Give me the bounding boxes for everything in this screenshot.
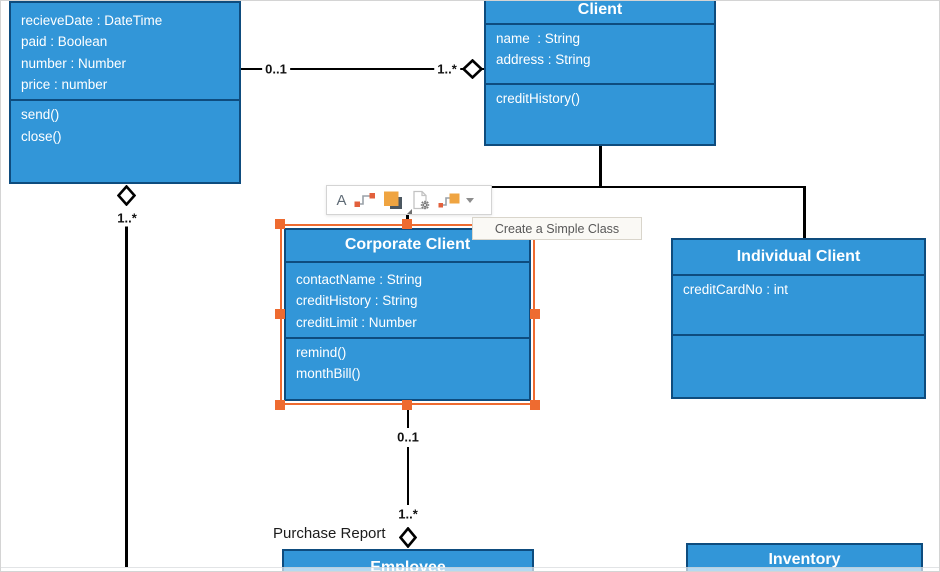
aggregation-diamond-client[interactable]: [462, 59, 483, 79]
tooltip: Create a Simple Class: [472, 217, 642, 240]
class-order[interactable]: recieveDate : DateTime paid : Boolean nu…: [9, 1, 241, 184]
create-associated-class-icon: [438, 193, 460, 207]
resize-handle-top-left[interactable]: [275, 219, 285, 229]
attribute[interactable]: paid : Boolean: [21, 34, 108, 50]
method[interactable]: send(): [21, 107, 60, 122]
method[interactable]: remind(): [296, 345, 347, 360]
class-client[interactable]: Client name : String address : String cr…: [484, 1, 716, 146]
multiplicity-label[interactable]: 0..1: [394, 428, 422, 446]
methods-compartment: [673, 333, 924, 399]
attribute[interactable]: name : String: [496, 30, 581, 46]
class-title: Inventory: [768, 551, 841, 568]
client-inheritance-stem-line[interactable]: [599, 146, 602, 187]
corporate-employee-line-upper[interactable]: [406, 401, 409, 428]
text-tool-button[interactable]: A: [336, 191, 347, 209]
multiplicity-label[interactable]: 1..*: [434, 60, 460, 78]
submenu-corner-indicator: [407, 209, 412, 214]
more-options-caret-icon: [466, 197, 474, 203]
method[interactable]: monthBill(): [296, 366, 361, 382]
aggregation-diamond-employee[interactable]: [399, 527, 417, 548]
attribute[interactable]: contactName : String: [296, 272, 423, 287]
class-title: Individual Client: [736, 247, 861, 265]
create-class-template-button[interactable]: [410, 187, 433, 213]
multiplicity-label[interactable]: 1..*: [114, 209, 140, 227]
resize-handle-bottom-center[interactable]: [402, 400, 412, 410]
attribute[interactable]: price : number: [21, 76, 108, 92]
resize-handle-middle-right[interactable]: [530, 309, 540, 319]
create-association-icon: [354, 193, 375, 207]
resize-handle-bottom-left[interactable]: [275, 400, 285, 410]
method[interactable]: creditHistory(): [496, 90, 581, 106]
floating-toolbar: A: [326, 185, 492, 215]
attribute[interactable]: address : String: [496, 51, 591, 67]
multiplicity-label[interactable]: 1..*: [395, 505, 421, 523]
aggregation-diamond-order[interactable]: [117, 184, 136, 206]
attributes-compartment: name : String address : String: [486, 23, 714, 83]
inheritance-individual-branch-line[interactable]: [803, 186, 806, 238]
resize-handle-top-center[interactable]: [402, 219, 412, 229]
create-class-template-icon: [413, 190, 430, 209]
create-class-icon: [384, 191, 402, 209]
method[interactable]: close(): [21, 129, 62, 144]
create-associated-class-button[interactable]: [437, 187, 462, 213]
attribute[interactable]: creditLimit : Number: [296, 314, 417, 330]
methods-compartment: creditHistory(): [486, 83, 714, 145]
attribute[interactable]: number : Number: [21, 55, 127, 71]
resize-handle-bottom-right[interactable]: [530, 400, 540, 410]
class-inventory[interactable]: Inventory: [686, 543, 923, 571]
bottom-edge-strip: [1, 567, 939, 571]
inheritance-horizontal-line[interactable]: [406, 185, 805, 188]
methods-compartment: send() close(): [11, 99, 239, 181]
corporate-employee-line-lower[interactable]: [406, 447, 409, 505]
create-association-button[interactable]: [353, 187, 377, 213]
attribute[interactable]: creditCardNo : int: [683, 282, 789, 297]
resize-handle-middle-left[interactable]: [275, 309, 285, 319]
class-title: Client: [577, 1, 623, 18]
association-order-client-line[interactable]: [241, 67, 484, 70]
attributes-compartment: contactName : String creditHistory : Str…: [286, 260, 529, 337]
purchase-report-label[interactable]: Purchase Report: [273, 525, 386, 542]
attribute[interactable]: recieveDate : DateTime: [21, 13, 163, 28]
methods-compartment: remind() monthBill(): [286, 336, 529, 399]
order-aggregation-vertical-line[interactable]: [125, 223, 128, 567]
class-individual-client[interactable]: Individual Client creditCardNo : int: [671, 238, 926, 399]
toolbar-more-button[interactable]: [466, 187, 474, 213]
create-class-button[interactable]: [381, 187, 406, 213]
multiplicity-label[interactable]: 0..1: [262, 60, 290, 78]
selection-outline: [280, 224, 535, 405]
attributes-compartment: creditCardNo : int: [673, 273, 924, 334]
attribute[interactable]: creditHistory : String: [296, 293, 418, 309]
attributes-compartment: recieveDate : DateTime paid : Boolean nu…: [11, 1, 239, 99]
class-title: Corporate Client: [344, 236, 471, 254]
